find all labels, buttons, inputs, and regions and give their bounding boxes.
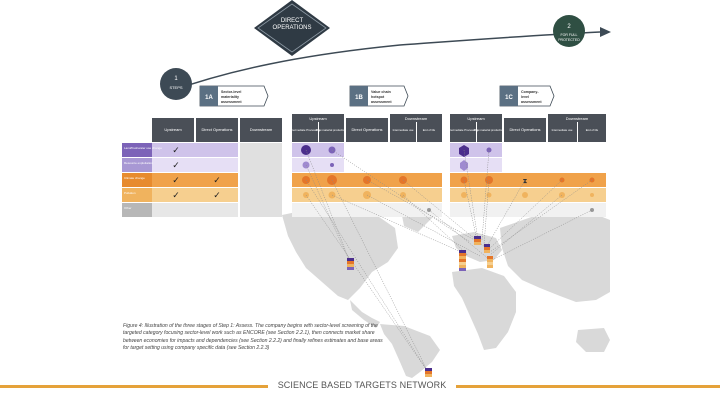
footer-brand: SCIENCE BASED TARGETS NETWORK [270, 380, 454, 390]
step-1a-line1: Sector-level [221, 90, 241, 94]
panel-1b: Upstream Direct Operations Downstream In… [290, 114, 442, 217]
step-1c-id: 1C [505, 95, 513, 101]
map-marker-africa [459, 250, 466, 271]
check-r3-c0: ✓ [172, 191, 180, 201]
check-r2-c0: ✓ [172, 176, 180, 186]
panel-1a: Upstream Direct Operations Downstream La… [122, 116, 282, 218]
panel-1b-header-downstream: Downstream [405, 116, 428, 121]
step-1b-line2: hotspot [371, 95, 385, 99]
connector-lines [305, 149, 593, 373]
step-1a-line2: materiality [221, 95, 239, 99]
map-marker-north-america [347, 258, 354, 270]
panel-1c-sub-0: Intermediate Processing [448, 128, 479, 132]
map-marker-south-america [425, 368, 432, 377]
node-1: 1 STEPS [160, 68, 192, 100]
direct-operations-diamond: DIRECT OPERATIONS [254, 0, 330, 56]
panel-1a-row-3: Pollution [124, 191, 136, 195]
panel-1c-sub-1: Raw material production [474, 128, 505, 132]
node-1-sub: STEPS [169, 85, 182, 90]
panel-1b-sub-1: Raw material production [316, 128, 347, 132]
panel-1a-row-1: Resource exploitation [124, 161, 153, 165]
svg-text:⧗: ⧗ [523, 177, 528, 185]
figure-caption: Figure 4: Illustration of the three stag… [123, 323, 383, 352]
timeline [167, 27, 611, 93]
step-1c-line2: level [521, 95, 529, 99]
step-1b-line3: assessment [371, 100, 392, 104]
diamond-line-1: DIRECT [281, 18, 304, 24]
step-1b: 1B Value chain hotspot assessment [349, 85, 409, 107]
panel-1c: Upstream Direct Operations Downstream In… [448, 114, 606, 217]
panel-1c-sub-3: End of life [586, 128, 599, 132]
step-1b-id: 1B [355, 95, 363, 101]
panel-1b-header-direct: Direct Operations [351, 127, 382, 132]
check-r1-c0: ✓ [172, 161, 180, 171]
panel-1a-row-0: Land/freshwater use change [124, 146, 162, 150]
check-r3-c1: ✓ [213, 191, 221, 201]
node-2-sub-2: PROTECTED [558, 38, 580, 42]
check-r0-c0: ✓ [172, 146, 180, 156]
panel-1c-header-upstream: Upstream [467, 116, 485, 121]
panel-1b-sub-3: End of life [423, 128, 436, 132]
step-1a-id: 1A [205, 95, 213, 101]
map-marker-europe-a [474, 236, 481, 245]
diamond-line-2: OPERATIONS [273, 25, 312, 31]
panel-1a-header-downstream: Downstream [250, 127, 273, 132]
panel-1b-header-upstream: Upstream [309, 116, 327, 121]
node-1-number: 1 [174, 76, 178, 82]
panel-1c-header-downstream: Downstream [566, 116, 589, 121]
step-1a-line3: assessment [221, 100, 242, 104]
node-2-number: 2 [567, 24, 571, 30]
panel-1a-row-2: Climate change [124, 176, 145, 180]
step-1c: 1C Company- level assessment [499, 85, 555, 107]
panel-1b-sub-0: Intermediate Processing [290, 128, 321, 132]
footer-rule-left [0, 385, 268, 388]
map-marker-europe-b [484, 244, 490, 253]
step-1c-line1: Company- [521, 90, 539, 94]
panel-1b-sub-2: Intermediate use [393, 128, 414, 132]
footer-rule-right [456, 385, 720, 388]
panel-1a-header-upstream: Upstream [164, 127, 182, 132]
check-r2-c1: ✓ [213, 176, 221, 186]
map-marker-europe-c [487, 256, 493, 268]
step-1b-line1: Value chain [371, 90, 391, 94]
step-1a: 1A Sector-level materiality assessment [199, 85, 269, 107]
panel-1c-sub-2: Intermediate use [552, 128, 573, 132]
step-1c-line3: assessment [521, 100, 542, 104]
panel-1a-row-4: Other [124, 206, 132, 210]
node-2: 2 FOR FULL PROTECTED [553, 15, 585, 47]
panel-1a-header-direct: Direct Operations [201, 127, 232, 132]
panel-1c-header-direct: Direct Operations [509, 127, 540, 132]
node-2-sub-1: FOR FULL [561, 33, 578, 37]
